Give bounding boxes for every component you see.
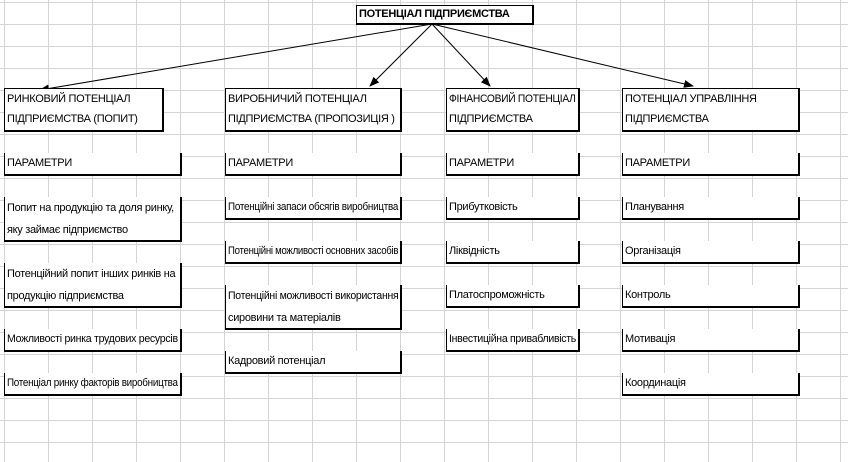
cell-text: ПАРАМЕТРИ <box>228 157 293 169</box>
market-item-demand-share-line-1: Попит на продукцію та доля ринку, <box>7 202 174 214</box>
cell-text: Платоспроможність <box>449 289 545 301</box>
production-params-label: ПАРАМЕТРИ <box>225 153 402 176</box>
management-potential-header-line-1: ПОТЕНЦІАЛ УПРАВЛІННЯ <box>625 93 757 105</box>
financial-item-liquidity: Ліквідність <box>446 241 580 264</box>
market-item-labour: Можливості ринка трудових ресурсів <box>4 329 182 352</box>
management-item-organization: Організація <box>622 241 800 264</box>
management-item-planning: Планування <box>622 197 800 220</box>
market-potential-header-line-1: РИНКОВИЙ ПОТЕНЦІАЛ <box>7 93 131 105</box>
financial-potential-header-line-2: ПІДПРИЄМСТВА <box>449 113 533 125</box>
cell-text: ПОТЕНЦІАЛ ПІДПРИЄМСТВА <box>359 8 510 20</box>
management-item-motivation: Мотивація <box>622 329 800 352</box>
management-potential-header: ПОТЕНЦІАЛ УПРАВЛІННЯ ПІДПРИЄМСТВА <box>622 88 800 132</box>
production-item-materials: Потенційні можливості використання сиров… <box>225 285 402 330</box>
cell-text: Контроль <box>625 289 671 301</box>
cell-text: ПАРАМЕТРИ <box>7 157 72 169</box>
production-potential-header-line-2: ПІДПРИЄМСТВА (ПРОПОЗИЦІЯ ) <box>228 113 395 125</box>
market-potential-header: РИНКОВИЙ ПОТЕНЦІАЛ ПІДПРИЄМСТВА (ПОПИТ) <box>4 88 164 132</box>
cell-text: Потенційні запаси обсягів виробництва <box>228 201 399 213</box>
production-item-materials-line-2: сировини та матеріалів <box>228 312 341 324</box>
market-item-other-markets: Потенційний попит інших ринків на продук… <box>4 263 182 308</box>
market-item-demand-share: Попит на продукцію та доля ринку, яку за… <box>4 197 182 242</box>
cell-text: Планування <box>625 201 684 213</box>
production-item-fixed-assets: Потенційні можливості основних засобів <box>225 241 402 264</box>
cell-text: Організація <box>625 245 681 257</box>
production-item-output-reserves: Потенційні запаси обсягів виробництва <box>225 197 402 220</box>
cell-text: Інвестиційна привабливість <box>449 333 577 345</box>
arrow-to-market <box>39 23 433 93</box>
cell-text: Мотивація <box>625 333 676 345</box>
management-params-label: ПАРАМЕТРИ <box>622 153 800 176</box>
market-potential-header-line-2: ПІДПРИЄМСТВА (ПОПИТ) <box>7 113 138 125</box>
diagram-title: ПОТЕНЦІАЛ ПІДПРИЄМСТВА <box>356 5 534 25</box>
production-item-staff: Кадровий потенціал <box>225 351 402 374</box>
arrow-to-financial <box>431 23 491 87</box>
financial-item-profitability: Прибутковість <box>446 197 580 220</box>
management-item-coordination: Координація <box>622 373 800 396</box>
financial-item-investment: Інвестиційна привабливість <box>446 329 580 352</box>
arrow-to-production <box>369 23 433 87</box>
cell-text: Можливості ринка трудових ресурсів <box>7 333 178 345</box>
financial-potential-header-line-1: ФІНАНСОВИЙ ПОТЕНЦІАЛ <box>449 93 576 105</box>
cell-text: Потенціал ринку факторів виробництва <box>7 377 178 389</box>
financial-params-label: ПАРАМЕТРИ <box>446 153 580 176</box>
management-item-control: Контроль <box>622 285 800 308</box>
market-item-demand-share-line-2: яку займає підприємство <box>7 224 128 236</box>
financial-item-solvency: Платоспроможність <box>446 285 580 308</box>
cell-text: Ліквідність <box>449 245 500 257</box>
production-potential-header: ВИРОБНИЧИЙ ПОТЕНЦІАЛ ПІДПРИЄМСТВА (ПРОПО… <box>225 88 402 132</box>
cell-text: ПАРАМЕТРИ <box>625 157 690 169</box>
market-item-factors: Потенціал ринку факторів виробництва <box>4 373 182 396</box>
cell-text: Координація <box>625 377 686 389</box>
production-item-materials-line-1: Потенційні можливості використання <box>228 290 399 302</box>
cell-text: ПАРАМЕТРИ <box>449 157 514 169</box>
arrow-to-management <box>431 23 694 88</box>
cell-text: Потенційні можливості основних засобів <box>228 245 399 257</box>
management-potential-header-line-2: ПІДПРИЄМСТВА <box>625 113 709 125</box>
market-item-other-markets-line-1: Потенційний попит інших ринків на <box>7 268 176 280</box>
cell-text: Прибутковість <box>449 201 518 213</box>
market-item-other-markets-line-2: продукцію підприємства <box>7 290 124 302</box>
market-params-label: ПАРАМЕТРИ <box>4 153 182 176</box>
production-potential-header-line-1: ВИРОБНИЧИЙ ПОТЕНЦІАЛ <box>228 93 367 105</box>
financial-potential-header: ФІНАНСОВИЙ ПОТЕНЦІАЛ ПІДПРИЄМСТВА <box>446 88 580 132</box>
cell-text: Кадровий потенціал <box>228 355 326 367</box>
